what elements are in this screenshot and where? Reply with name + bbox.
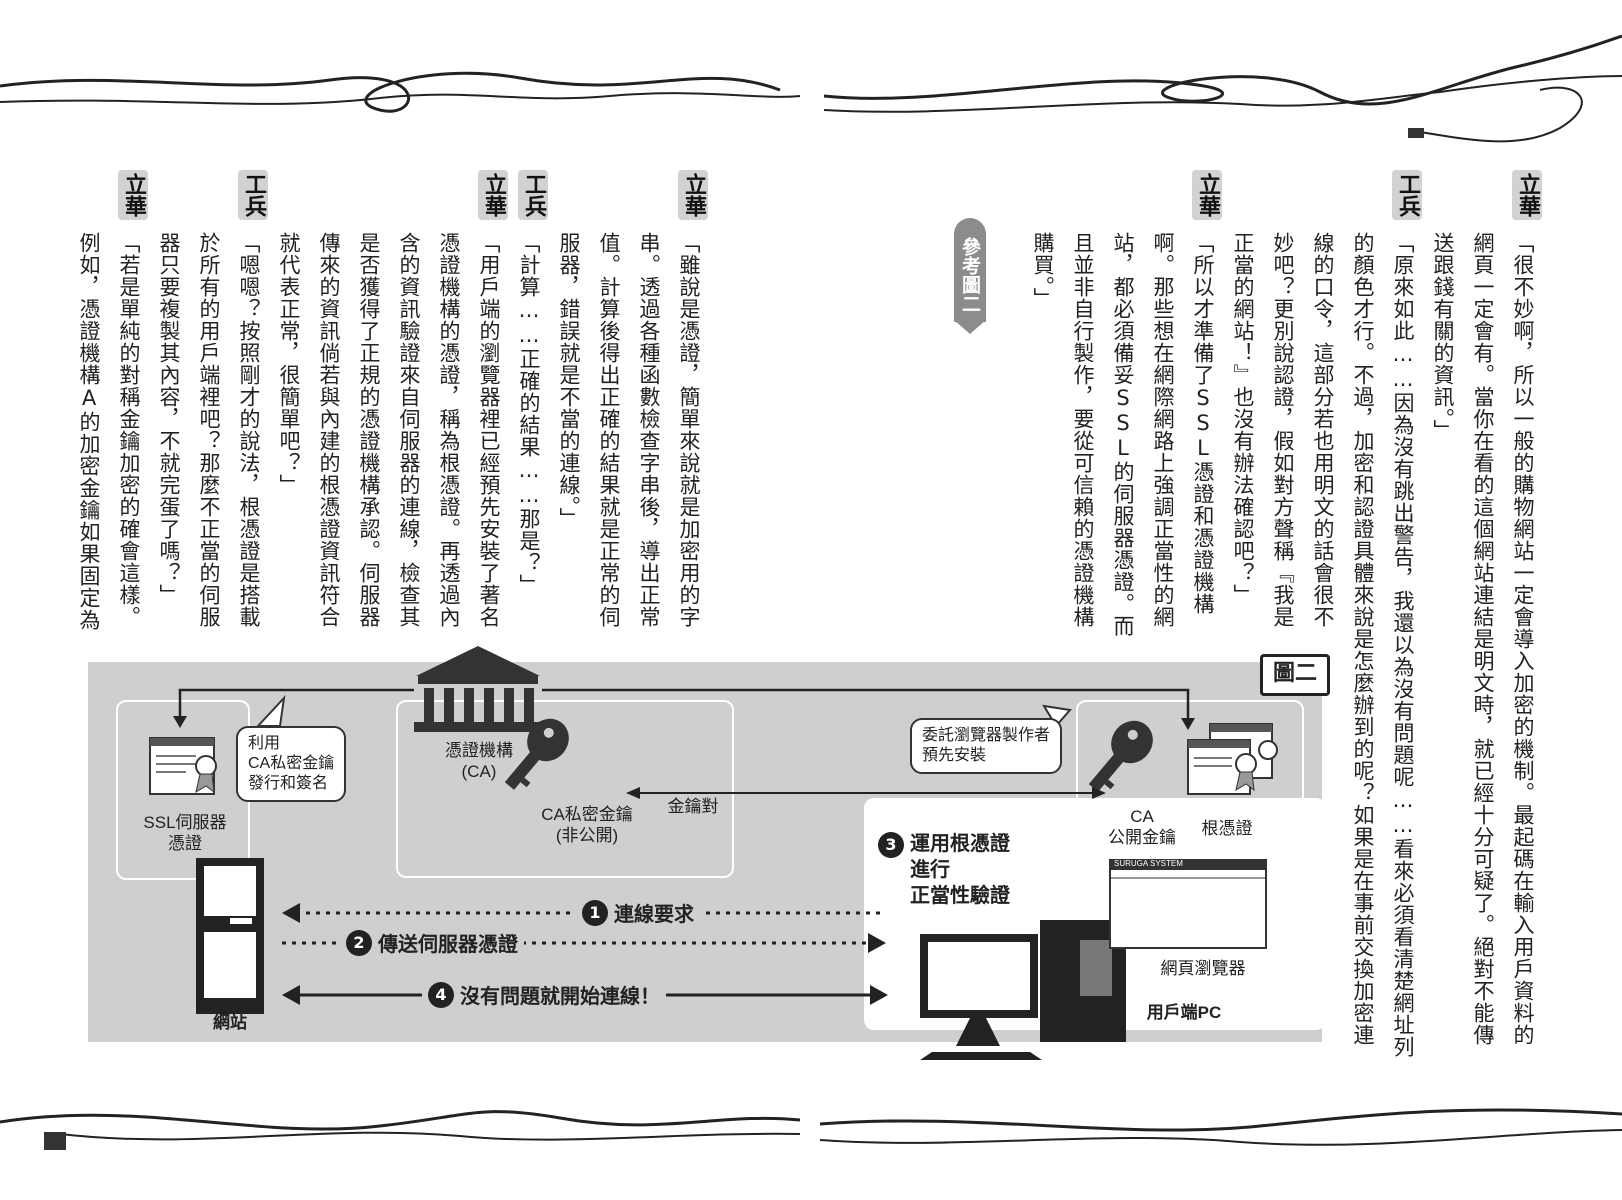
client-pc-label: 用戶端PC: [1146, 1003, 1222, 1022]
text-column: 憑證機構的憑證，稱為根憑證。再透過內: [437, 232, 461, 628]
public-key-label: CA 公開金鑰: [1108, 807, 1176, 847]
text-column: 「原來如此……因為沒有跳出警告，我還以為沒有問題呢……看來必須看清楚網址列: [1391, 232, 1415, 1058]
speaker-label: 立華: [478, 170, 508, 220]
step-number: 4: [428, 981, 454, 1008]
speaker-label: 立華: [118, 170, 148, 220]
browser-title: SURUGA SYSTEM: [1114, 859, 1183, 868]
text-column: 含的資訊驗證來自伺服器的連線，檢查其: [397, 232, 421, 628]
ssl-cert-label: SSL伺服器 憑證: [143, 813, 227, 853]
text-column: 且並非自行製作，要從可信賴的憑證機構: [1071, 232, 1095, 628]
step-number: 2: [346, 929, 372, 956]
step-4-start-connection: 4 沒有問題就開始連線！: [422, 980, 666, 1009]
speaker-label: 工兵: [518, 170, 548, 220]
speech-bubble-left: 利用 CA私密金鑰 發行和簽名: [236, 726, 347, 802]
ca-box: [396, 700, 734, 878]
text-column: 「計算……正確的結果……那是？」: [517, 232, 541, 596]
connector-plug-icon: [1408, 128, 1424, 138]
text-column: 「若是單純的對稱金鑰加密的確會這樣。: [117, 232, 141, 628]
speaker-label: 立華: [1192, 170, 1222, 220]
ca-label: 憑證機構 (CA): [445, 741, 513, 781]
step-text: 沒有問題就開始連線！: [460, 984, 660, 1008]
text-column: 站，都必須備妥SSL的伺服器憑證。而: [1111, 232, 1135, 637]
text-column: 「很不妙啊，所以一般的購物網站一定會導入加密的機制。最起碼在輸入用戶資料的: [1511, 232, 1535, 1046]
website-label: 網站: [213, 1013, 247, 1032]
text-column: 傳來的資訊倘若與內建的根憑證資訊符合: [317, 232, 341, 628]
text-column: 「雖說是憑證，簡單來說就是加密用的字: [677, 232, 701, 628]
step-text: 運用根憑證 進行 正當性驗證: [910, 831, 1010, 907]
step-2-send-server-cert: 2 傳送伺服器憑證: [340, 928, 524, 957]
text-column: 「嗯嗯？按照剛才的說法，根憑證是搭載: [237, 232, 261, 628]
text-column: 服器，錯誤就是不當的連線。」: [557, 232, 581, 530]
step-number: 1: [582, 899, 608, 926]
text-column: 於所有的用戶端裡吧？那麼不正當的伺服: [197, 232, 221, 628]
text-column: 「用戶端的瀏覽器裡已經預先安裝了著名: [477, 232, 501, 628]
text-column: 「所以才準備了SSL憑證和憑證機構: [1191, 232, 1215, 615]
text-column: 是否獲得了正規的憑證機構承認。伺服器: [357, 232, 381, 628]
figure-label: 圖二: [1260, 654, 1330, 696]
down-arrow-icon: [954, 320, 986, 334]
step-text: 連線要求: [614, 902, 694, 926]
text-column: 就代表正常，很簡單吧？」: [277, 232, 301, 496]
browser-label: 網頁瀏覽器: [1160, 959, 1246, 978]
text-column: 啊。那些想在網際網路上強調正當性的網: [1151, 232, 1175, 628]
reference-figure-badge: 參考圖二: [954, 218, 986, 322]
private-key-label: CA私密金鑰 (非公開): [541, 805, 633, 845]
connector-plug-icon: [44, 1132, 66, 1150]
text-column: 例如，憑證機構A的加密金鑰如果固定為: [77, 232, 101, 631]
text-column: 正當的網站！』也沒有辦法確認吧？」: [1231, 232, 1255, 606]
speech-bubble-right: 委託瀏覽器製作者 預先安裝: [910, 718, 1063, 774]
text-column: 送跟錢有關的資訊。」: [1431, 232, 1455, 442]
ssl-certificate-diagram: [88, 662, 1326, 1042]
speaker-label: 立華: [1512, 170, 1542, 220]
speaker-label: 工兵: [1392, 170, 1422, 220]
key-pair-label: 金鑰對: [667, 797, 719, 816]
speaker-label: 立華: [678, 170, 708, 220]
text-column: 網頁一定會有。當你在看的這個網站連結是明文時，就已經十分可疑了。絕對不能傳: [1471, 232, 1495, 1046]
text-column: 串。透過各種函數檢查字串後，導出正常: [637, 232, 661, 628]
text-column: 器只要複製其內容，不就完蛋了嗎？」: [157, 232, 181, 606]
text-column: 購買。」: [1031, 232, 1055, 310]
speaker-label: 工兵: [238, 170, 268, 220]
step-1-connection-request: 1 連線要求: [576, 898, 700, 927]
text-column: 妙吧？更別說認證，假如對方聲稱『我是: [1271, 232, 1295, 628]
step-number: 3: [878, 832, 904, 858]
step-text: 傳送伺服器憑證: [378, 932, 518, 956]
text-column: 的顏色才行。不過，加密和認證具體來說是怎麼辦到的呢？如果是在事前交換加密連: [1351, 232, 1375, 1046]
root-cert-label: 根憑證: [1201, 819, 1253, 838]
text-column: 線的口令，這部分若也用明文的話會很不: [1311, 232, 1335, 628]
text-column: 值。計算後得出正確的結果就是正常的伺: [597, 232, 621, 628]
